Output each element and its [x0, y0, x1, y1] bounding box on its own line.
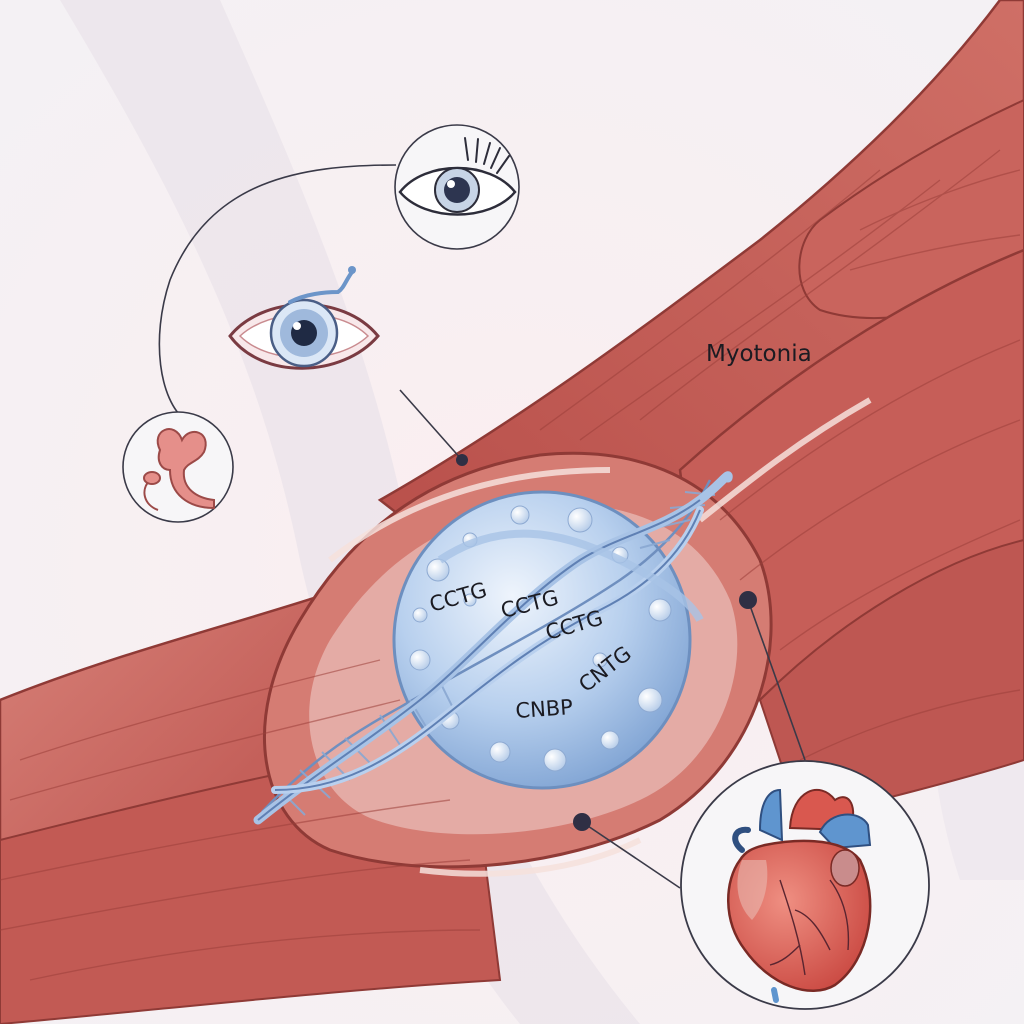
dna-double-helix-icon	[253, 471, 733, 825]
background-vessel	[60, 0, 640, 1024]
eye-icon	[394, 124, 520, 250]
gene-label-cnbp: CNBP	[515, 695, 574, 723]
heart-icon	[680, 760, 930, 1010]
myotonia-label: Myotonia	[706, 341, 812, 367]
endocrine-gland-icon	[122, 411, 234, 523]
cataract-eye-icon	[228, 266, 380, 370]
connector-dots	[456, 454, 757, 831]
connector-lines	[158, 164, 806, 889]
